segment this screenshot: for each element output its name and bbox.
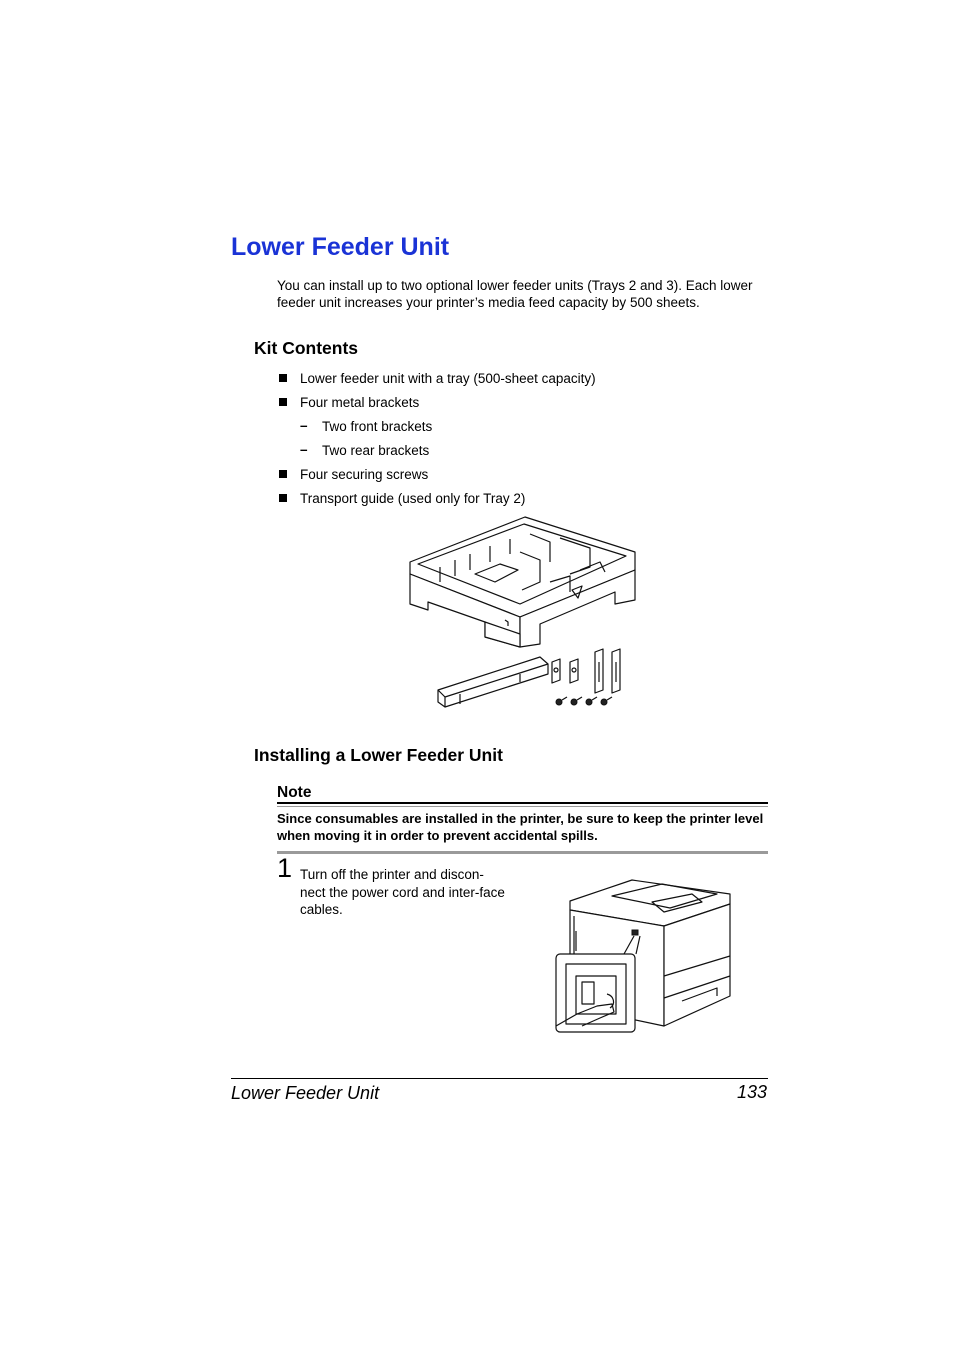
note-bottom-rule xyxy=(277,851,768,854)
footer-section-title: Lower Feeder Unit xyxy=(231,1083,380,1103)
list-item: Lower feeder unit with a tray (500-sheet… xyxy=(300,371,596,386)
list-item: Transport guide (used only for Tray 2) xyxy=(300,491,526,506)
transport-guide-drawing xyxy=(437,656,549,708)
step-text: Turn off the printer and discon-nect the… xyxy=(300,867,505,917)
kit-contents-heading: Kit Contents xyxy=(254,338,359,358)
page-number: 133 xyxy=(737,1082,768,1102)
list-item: Four securing screws xyxy=(300,467,429,482)
note-top-rule xyxy=(277,802,768,804)
sub-list-item: Two rear brackets xyxy=(322,443,430,458)
bullet-square-icon xyxy=(279,374,287,382)
footer-rule xyxy=(231,1078,768,1079)
kit-contents-illustration xyxy=(409,516,636,708)
dash-bullet-icon: – xyxy=(300,442,308,457)
installing-heading: Installing a Lower Feeder Unit xyxy=(254,745,503,765)
lower-feeder-unit-drawing xyxy=(409,516,636,648)
printer-power-switch-illustration xyxy=(555,879,731,1033)
bullet-square-icon xyxy=(279,470,287,478)
sub-list-item: Two front brackets xyxy=(322,419,433,434)
dash-bullet-icon: – xyxy=(300,418,308,433)
intro-paragraph: You can install up to two optional lower… xyxy=(277,278,753,310)
securing-screws-drawing xyxy=(555,696,613,706)
section-title: Lower Feeder Unit xyxy=(231,233,450,261)
power-switch-callout xyxy=(555,935,641,1033)
bullet-square-icon xyxy=(279,494,287,502)
note-label: Note xyxy=(277,784,312,801)
metal-brackets-drawing xyxy=(551,648,621,694)
note-top-thin-rule xyxy=(277,806,768,807)
bullet-square-icon xyxy=(279,398,287,406)
step-number: 1 xyxy=(277,853,293,883)
list-item: Four metal brackets xyxy=(300,395,420,410)
note-text: Since consumables are installed in the p… xyxy=(277,811,764,843)
